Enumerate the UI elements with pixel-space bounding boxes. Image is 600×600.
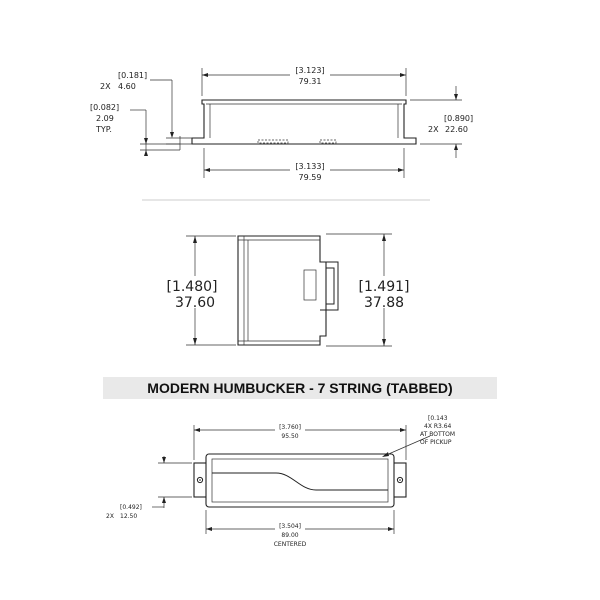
radius-qty: 4X R3.64 (424, 423, 452, 430)
drawing-title: MODERN HUMBUCKER - 7 STRING (TABBED) (147, 380, 452, 396)
mount-spacing-in: [3.760] (279, 424, 301, 431)
body-width-in: [3.504] (279, 523, 301, 530)
arrowhead (382, 452, 389, 457)
arrowhead (382, 339, 386, 346)
tab-width-qty: 2X (106, 513, 114, 520)
mount-hole-left-center (199, 479, 201, 481)
overall-length-mm: 79.31 (299, 77, 322, 86)
arrowhead (202, 73, 208, 77)
left-height-in: [1.480] (166, 279, 217, 295)
left-height-mm: 37.60 (175, 295, 215, 311)
arrowhead (144, 138, 148, 144)
height-mm: 22.60 (445, 125, 468, 134)
arrowhead (400, 73, 406, 77)
arrowhead (162, 457, 166, 463)
side-view-connector-left (257, 139, 289, 144)
tab-thickness-in: [0.181] (118, 71, 147, 80)
flange-in: [0.082] (90, 103, 119, 112)
arrowhead (388, 527, 394, 531)
end-view-mount-tab (320, 261, 339, 311)
arrowhead (454, 94, 458, 100)
radius-in: [0.143 (428, 415, 448, 422)
height-qty: 2X (428, 125, 439, 134)
side-view-connector-right (319, 139, 337, 144)
tab-width-in: [0.492] (120, 504, 142, 511)
overall-length-in: [3.123] (295, 66, 324, 75)
radius-location-2: OF PICKUP (420, 439, 452, 446)
arrowhead (454, 144, 458, 150)
base-length-mm: 79.59 (299, 173, 322, 182)
flange-mm: 2.09 (96, 114, 114, 123)
arrowhead (170, 132, 174, 138)
body-width-note: CENTERED (274, 541, 307, 548)
height-in: [0.890] (444, 114, 473, 123)
arrowhead (162, 497, 166, 503)
top-view-cover-profile (212, 472, 388, 491)
right-height-mm: 37.88 (364, 295, 404, 311)
mount-hole-right (396, 476, 404, 484)
end-view-lead-exit (303, 269, 317, 301)
arrowhead (144, 150, 148, 156)
end-view-body-outline (237, 235, 327, 346)
dim-leader (383, 435, 431, 457)
side-view: [3.123] 79.31 [3.133] 79.59 [0.181] 2X 4… (90, 66, 473, 182)
arrowhead (206, 527, 212, 531)
tab-thickness-mm: 4.60 (118, 82, 136, 91)
mount-spacing-mm: 95.50 (281, 433, 298, 440)
radius-location: AT BOTTOM (420, 431, 455, 438)
body-width-mm: 89.00 (281, 532, 298, 539)
tab-width-mm: 12.50 (120, 513, 137, 520)
top-view-cover-inner (211, 458, 389, 503)
flange-note: TYP. (95, 125, 112, 134)
arrowhead (398, 168, 404, 172)
arrowhead (400, 428, 406, 432)
right-height-in: [1.491] (358, 279, 409, 295)
top-view: [3.760] 95.50 [0.143 4X R3.64 AT BOTTOM … (106, 415, 455, 548)
arrowhead (193, 338, 197, 345)
side-view-body-outline (191, 99, 417, 145)
mount-hole-left (196, 476, 204, 484)
arrowhead (193, 236, 197, 243)
end-view: [1.480] 37.60 [1.491] 37.88 (166, 233, 410, 347)
title-background (103, 377, 497, 399)
arrowhead (382, 234, 386, 241)
mount-hole-right-center (399, 479, 401, 481)
arrowhead (194, 428, 200, 432)
tab-thickness-qty: 2X (100, 82, 111, 91)
top-view-cover (205, 453, 395, 508)
arrowhead (204, 168, 210, 172)
title-banner: MODERN HUMBUCKER - 7 STRING (TABBED) (103, 377, 497, 399)
base-length-in: [3.133] (295, 162, 324, 171)
